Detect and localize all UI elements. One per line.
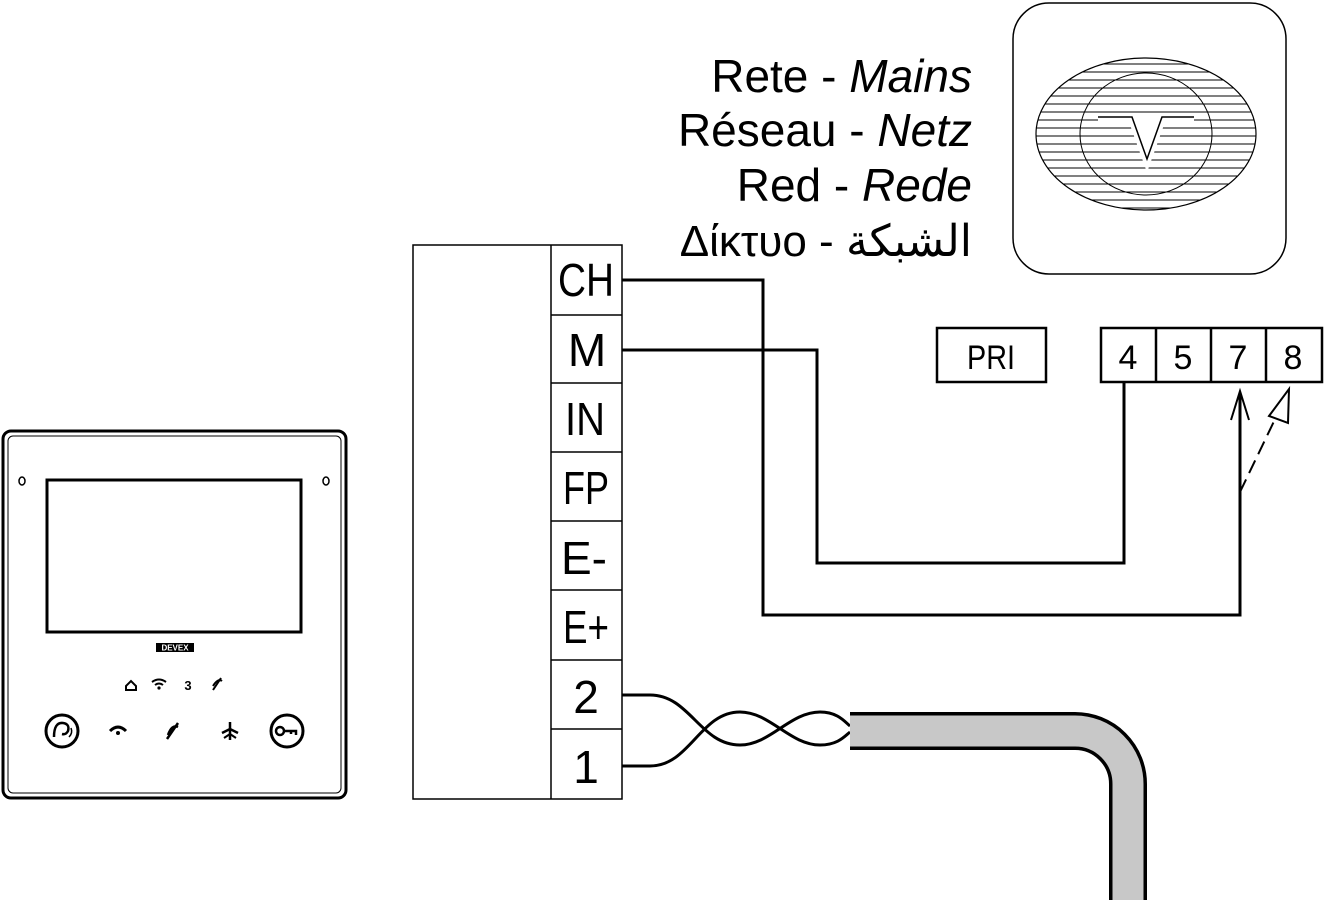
monitor-hole-right [322,476,330,486]
mains-label-line1: Rete - Mains [711,50,972,102]
handset-button[interactable] [108,725,128,735]
cable-sheath [850,712,1147,900]
monitor-hole-left [18,476,26,486]
terminal-e-minus: E- [561,532,607,584]
wire-m [622,348,1126,565]
terminal-in: IN [565,393,605,445]
speaker-answer-button[interactable] [44,713,80,749]
wire-ch [622,278,1242,617]
monitor-brand-text: DEVEX [161,644,189,653]
terminal-ch: CH [558,254,614,306]
monitor-brand-logo [156,643,194,652]
terminal-block: CH M IN FP E- E+ 2 1 [412,244,623,800]
mute-button[interactable] [165,722,180,740]
relay-contacts: 4 5 7 8 [1099,326,1324,384]
contact-8: 8 [1284,339,1303,377]
terminal-2: 2 [573,671,599,723]
fan-symbol [1012,2,1287,275]
fan-button[interactable] [221,722,239,740]
wires [622,278,1242,617]
twisted-wire-a [622,693,851,747]
terminal-1: 1 [573,741,599,793]
monitor-screen [45,478,303,634]
relay-switch [1230,385,1291,493]
mains-label-line3: Red - Rede [737,159,972,211]
bus-cable [622,693,1147,900]
key-button[interactable] [269,713,305,749]
twisted-wire-b [622,710,851,768]
contact-7: 7 [1229,339,1248,377]
mains-label-line4: Δίκτυο - الشبكة [680,217,972,266]
terminal-fp: FP [563,462,609,514]
home-icon [125,679,137,691]
contact-4: 4 [1119,339,1138,377]
mains-label-line2: Réseau - Netz [678,104,972,156]
svg-text:3: 3 [184,678,191,693]
pri-label: PRI [967,339,1015,377]
contact-5: 5 [1174,339,1193,377]
terminal-e-plus: E+ [563,601,609,653]
three-icon: 3 [184,678,191,693]
terminal-m: M [568,324,606,376]
mains-label: Rete - Mains Réseau - Netz Red - Rede Δί… [678,50,972,266]
mute-icon [212,677,223,691]
wifi-icon [151,678,167,690]
relay-pri: PRI [935,326,1048,384]
video-monitor: DEVEX 3 [1,429,348,800]
